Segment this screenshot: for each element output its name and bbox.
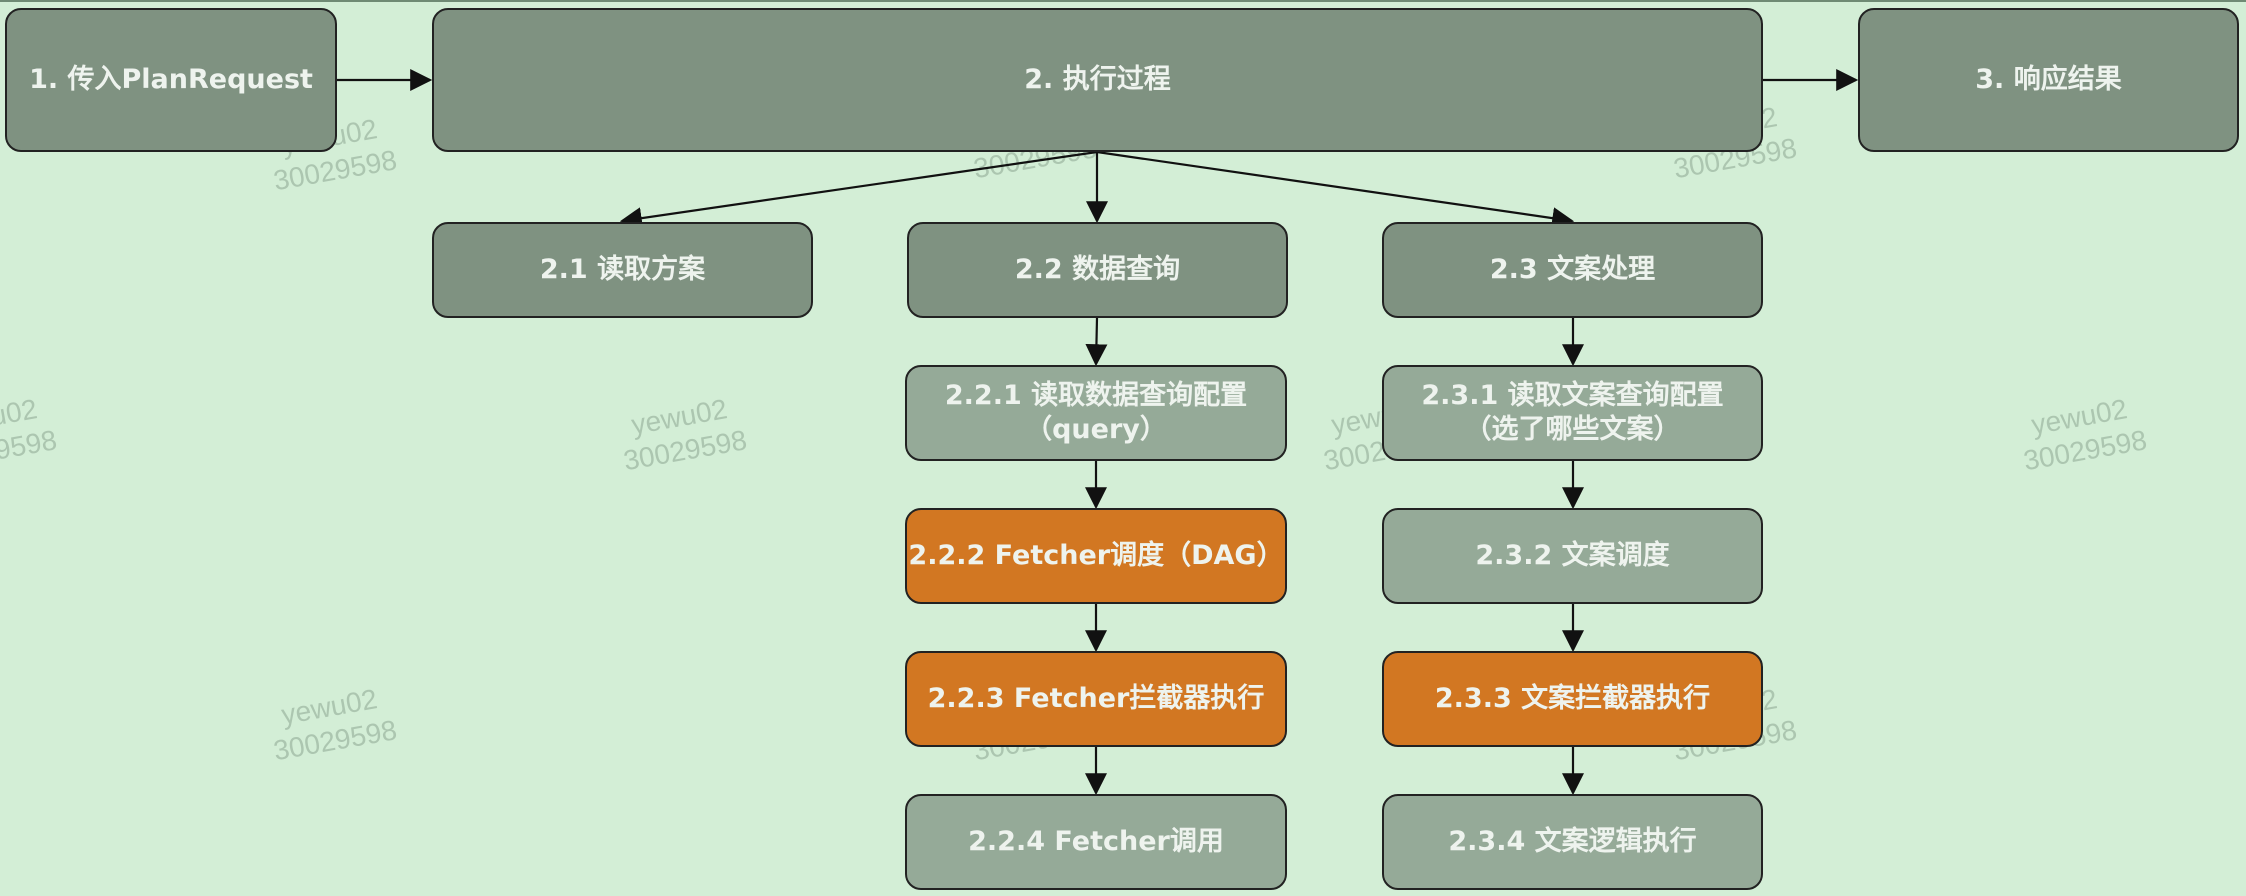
node-response-result: 3. 响应结果 [1858, 8, 2239, 152]
node-read-query-config: 2.2.1 读取数据查询配置 （query） [905, 365, 1287, 461]
node-fetcher-call: 2.2.4 Fetcher调用 [905, 794, 1287, 890]
node-copy-processing: 2.3 文案处理 [1382, 222, 1763, 318]
node-copy-interceptor: 2.3.3 文案拦截器执行 [1382, 651, 1763, 747]
edge-2-to-2-3 [1096, 150, 1575, 230]
edge-2-to-2-1 [619, 150, 1098, 230]
node-execution-process: 2. 执行过程 [432, 8, 1763, 152]
node-copy-logic: 2.3.4 文案逻辑执行 [1382, 794, 1763, 890]
node-fetcher-interceptor: 2.2.3 Fetcher拦截器执行 [905, 651, 1287, 747]
top-border-line [0, 0, 2246, 2]
node-plan-request: 1. 传入PlanRequest [5, 8, 337, 152]
node-read-copy-config: 2.3.1 读取文案查询配置 （选了哪些文案） [1382, 365, 1763, 461]
node-read-plan: 2.1 读取方案 [432, 222, 813, 318]
node-data-query: 2.2 数据查询 [907, 222, 1288, 318]
node-copy-schedule: 2.3.2 文案调度 [1382, 508, 1763, 604]
node-fetcher-dag: 2.2.2 Fetcher调度（DAG） [905, 508, 1287, 604]
edge-2-2-to-2-2-1 [1085, 317, 1108, 367]
